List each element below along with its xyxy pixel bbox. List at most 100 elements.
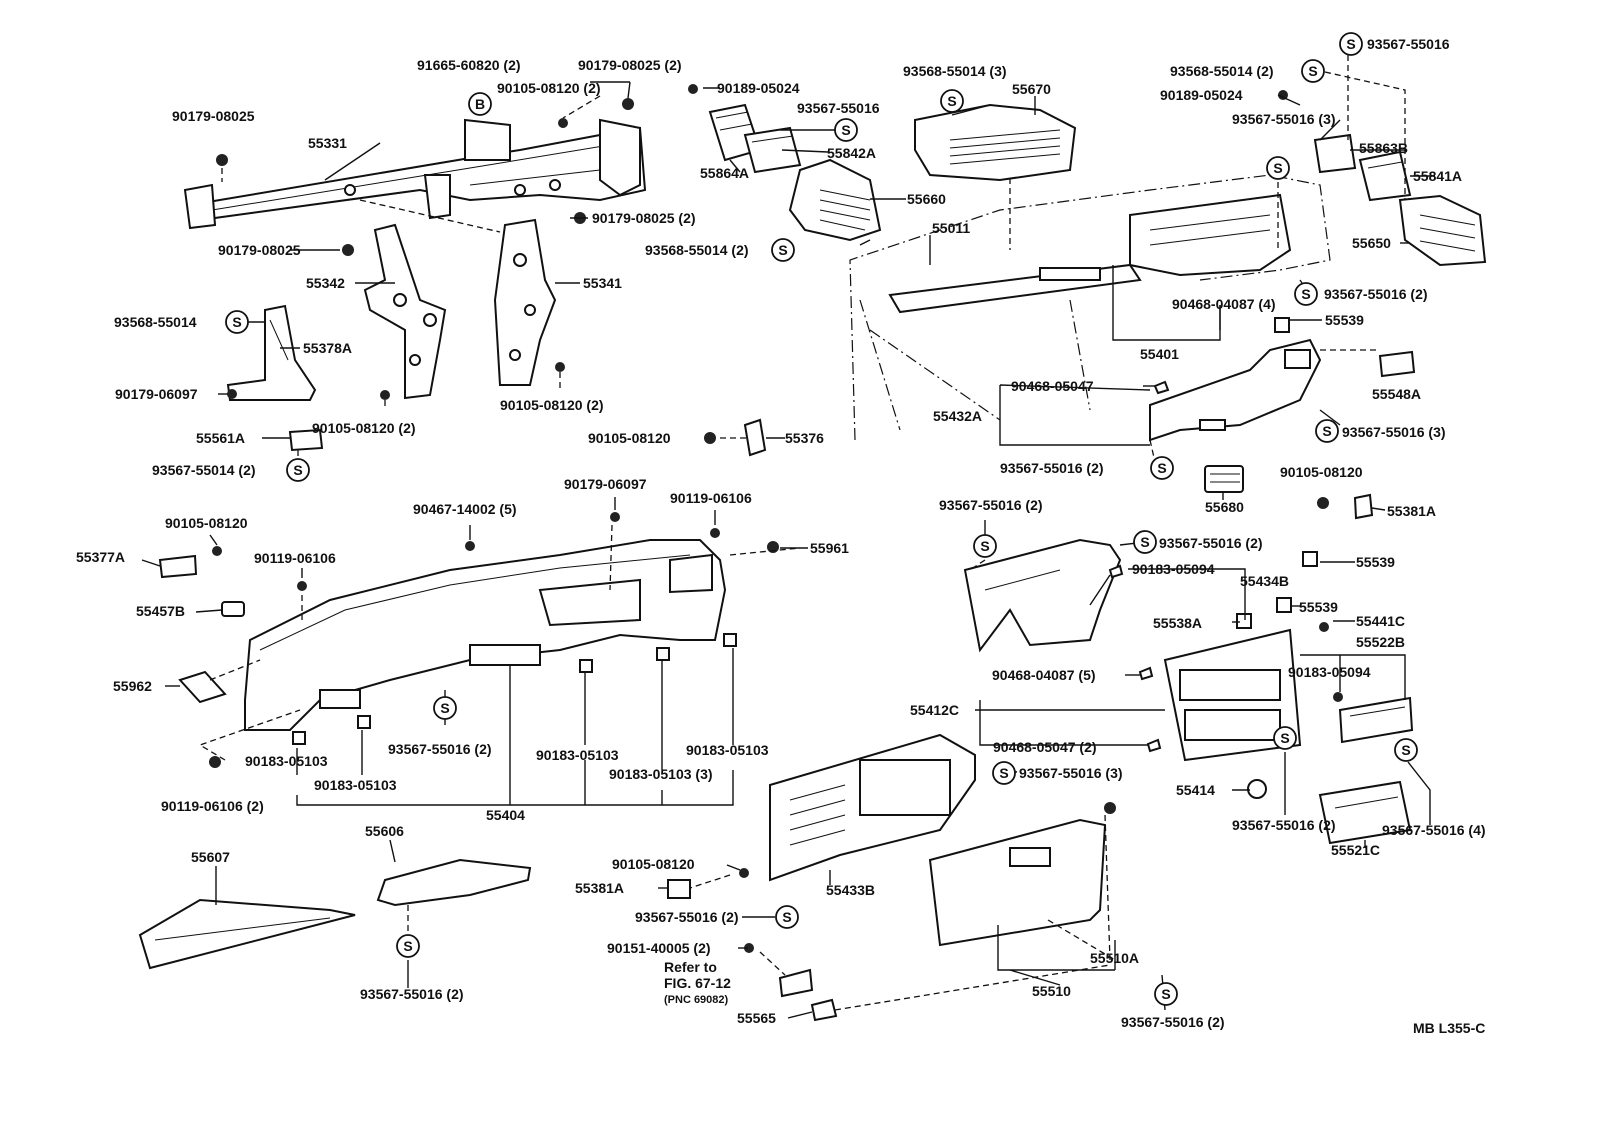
label-refer-to: Refer to [664, 959, 717, 975]
label-55522b: 55522B [1356, 634, 1405, 650]
cover-55606-drawing [376, 858, 532, 907]
label-90105-08120-c: 90105-08120 (2) [500, 397, 604, 413]
panel-55433b-drawing [769, 733, 976, 882]
symbols: B S S S S S S S S S S S S S S S S S S S … [225, 32, 1418, 1006]
label-55441c: 55441C [1356, 613, 1405, 629]
label-93567-55016-j: 93567-55016 (3) [1019, 765, 1123, 781]
label-55863b: 55863B [1359, 140, 1408, 156]
symbol-s-15: S [992, 761, 1016, 785]
symbol-s-17: S [1394, 738, 1418, 762]
symbol-s-2: S [286, 458, 310, 482]
vent-55680-drawing [1204, 465, 1244, 493]
label-93567-55016-d: 93567-55016 (2) [1324, 286, 1428, 302]
svg-text:S: S [1301, 286, 1310, 302]
symbol-s-13: S [973, 534, 997, 558]
label-55841a: 55841A [1413, 168, 1462, 184]
reinforcement-55331-drawing [183, 118, 647, 230]
label-93567-55016-a: 93567-55016 [797, 100, 880, 116]
svg-text:S: S [1157, 460, 1166, 476]
label-90151-40005: 90151-40005 (2) [607, 940, 711, 956]
svg-text:S: S [1322, 423, 1331, 439]
label-93567-55016-g: 93567-55016 (2) [388, 741, 492, 757]
label-90105-08120-d: 90105-08120 [588, 430, 671, 446]
label-55412c: 55412C [910, 702, 959, 718]
holder-55962-drawing [178, 670, 227, 704]
svg-text:S: S [1308, 63, 1317, 79]
bracket-55561a-drawing [288, 428, 324, 452]
label-90183-05103-d: 90183-05103 [245, 753, 328, 769]
brace-55378a-drawing [226, 304, 317, 401]
pad-55404-drawing [244, 539, 727, 731]
label-90179-06097-b: 90179-06097 [564, 476, 647, 492]
label-90183-05103-a: 90183-05103 [536, 747, 619, 763]
label-55680: 55680 [1205, 499, 1244, 515]
label-pnc-69082: (PNC 69082) [664, 994, 729, 1006]
bracket-55341-drawing [493, 218, 557, 386]
svg-text:S: S [999, 765, 1008, 781]
label-55561a: 55561A [196, 430, 245, 446]
label-93567-55016-l: 93567-55016 (4) [1382, 822, 1486, 838]
symbol-s-18: S [396, 934, 420, 958]
bracket-55376-drawing [743, 418, 767, 457]
label-55378a: 55378A [303, 340, 352, 356]
label-55606: 55606 [365, 823, 404, 839]
svg-text:S: S [1346, 36, 1355, 52]
symbol-s-12: S [433, 696, 457, 720]
label-55342: 55342 [306, 275, 345, 291]
label-55510a: 55510A [1090, 950, 1139, 966]
label-90183-05103-e: 90183-05103 [314, 777, 397, 793]
register-55650-drawing [1398, 194, 1487, 267]
symbol-s-9: S [1294, 282, 1318, 306]
label-93567-55016-n: 93567-55016 (2) [635, 909, 739, 925]
label-55434b: 55434B [1240, 573, 1289, 589]
cover-55607-drawing [138, 898, 356, 970]
label-55414: 55414 [1176, 782, 1215, 798]
label-90119-06106-c: 90119-06106 (2) [161, 798, 264, 814]
glove-box-55510-drawing [928, 818, 1107, 947]
lock-55565-drawing [810, 998, 838, 1022]
label-55401: 55401 [1140, 346, 1179, 362]
label-90183-05103-c: 90183-05103 (3) [609, 766, 713, 782]
svg-text:S: S [778, 242, 787, 258]
label-90119-06106-a: 90119-06106 [670, 490, 752, 506]
label-90105-08120-a: 90105-08120 (2) [497, 80, 601, 96]
label-93567-55016-m: 93567-55016 (2) [360, 986, 464, 1002]
label-90119-06106-b: 90119-06106 [254, 550, 336, 566]
label-90468-04087-a: 90468-04087 (4) [1172, 296, 1276, 312]
label-diagram-code: MB L355-C [1413, 1020, 1485, 1036]
svg-text:B: B [475, 96, 485, 112]
svg-text:S: S [980, 538, 989, 554]
label-55381a-a: 55381A [1387, 503, 1436, 519]
knob-55414-drawing [1247, 779, 1267, 799]
label-91665-60820: 91665-60820 (2) [417, 57, 521, 73]
label-90468-04087-b: 90468-04087 (5) [992, 667, 1096, 683]
label-93567-55016-h: 93567-55016 (2) [939, 497, 1043, 513]
label-fig-67-12: FIG. 67-12 [664, 975, 731, 991]
symbol-s-7: S [1301, 59, 1325, 83]
symbol-s-20: S [1154, 982, 1178, 1006]
symbol-s-6: S [1339, 32, 1363, 56]
fasteners [209, 84, 1343, 953]
label-90105-08120-g: 90105-08120 [612, 856, 695, 872]
label-55539-a: 55539 [1325, 312, 1364, 328]
label-90183-05103-b: 90183-05103 [686, 742, 769, 758]
symbol-s-16: S [1273, 726, 1297, 750]
label-55670: 55670 [1012, 81, 1051, 97]
label-55376: 55376 [785, 430, 824, 446]
label-93567-55014: 93567-55014 (2) [152, 462, 256, 478]
duct-55863b-drawing [1313, 133, 1357, 174]
label-93568-55014-c: 93568-55014 (3) [903, 63, 1007, 79]
svg-text:S: S [293, 462, 302, 478]
register-55670-drawing [914, 103, 1077, 182]
symbol-s-19: S [775, 905, 799, 929]
part-labels: 91665-60820 (2) 90179-08025 (2) 90105-08… [76, 36, 1486, 1036]
svg-text:S: S [841, 122, 850, 138]
svg-text:S: S [403, 938, 412, 954]
label-55539-b: 55539 [1356, 554, 1395, 570]
label-55381a-b: 55381A [575, 880, 624, 896]
label-90179-08025-b: 90179-08025 [172, 108, 255, 124]
symbol-s-10: S [1315, 419, 1339, 443]
svg-text:S: S [232, 314, 241, 330]
label-93568-55014-a: 93568-55014 [114, 314, 197, 330]
symbol-s-4: S [771, 238, 795, 262]
